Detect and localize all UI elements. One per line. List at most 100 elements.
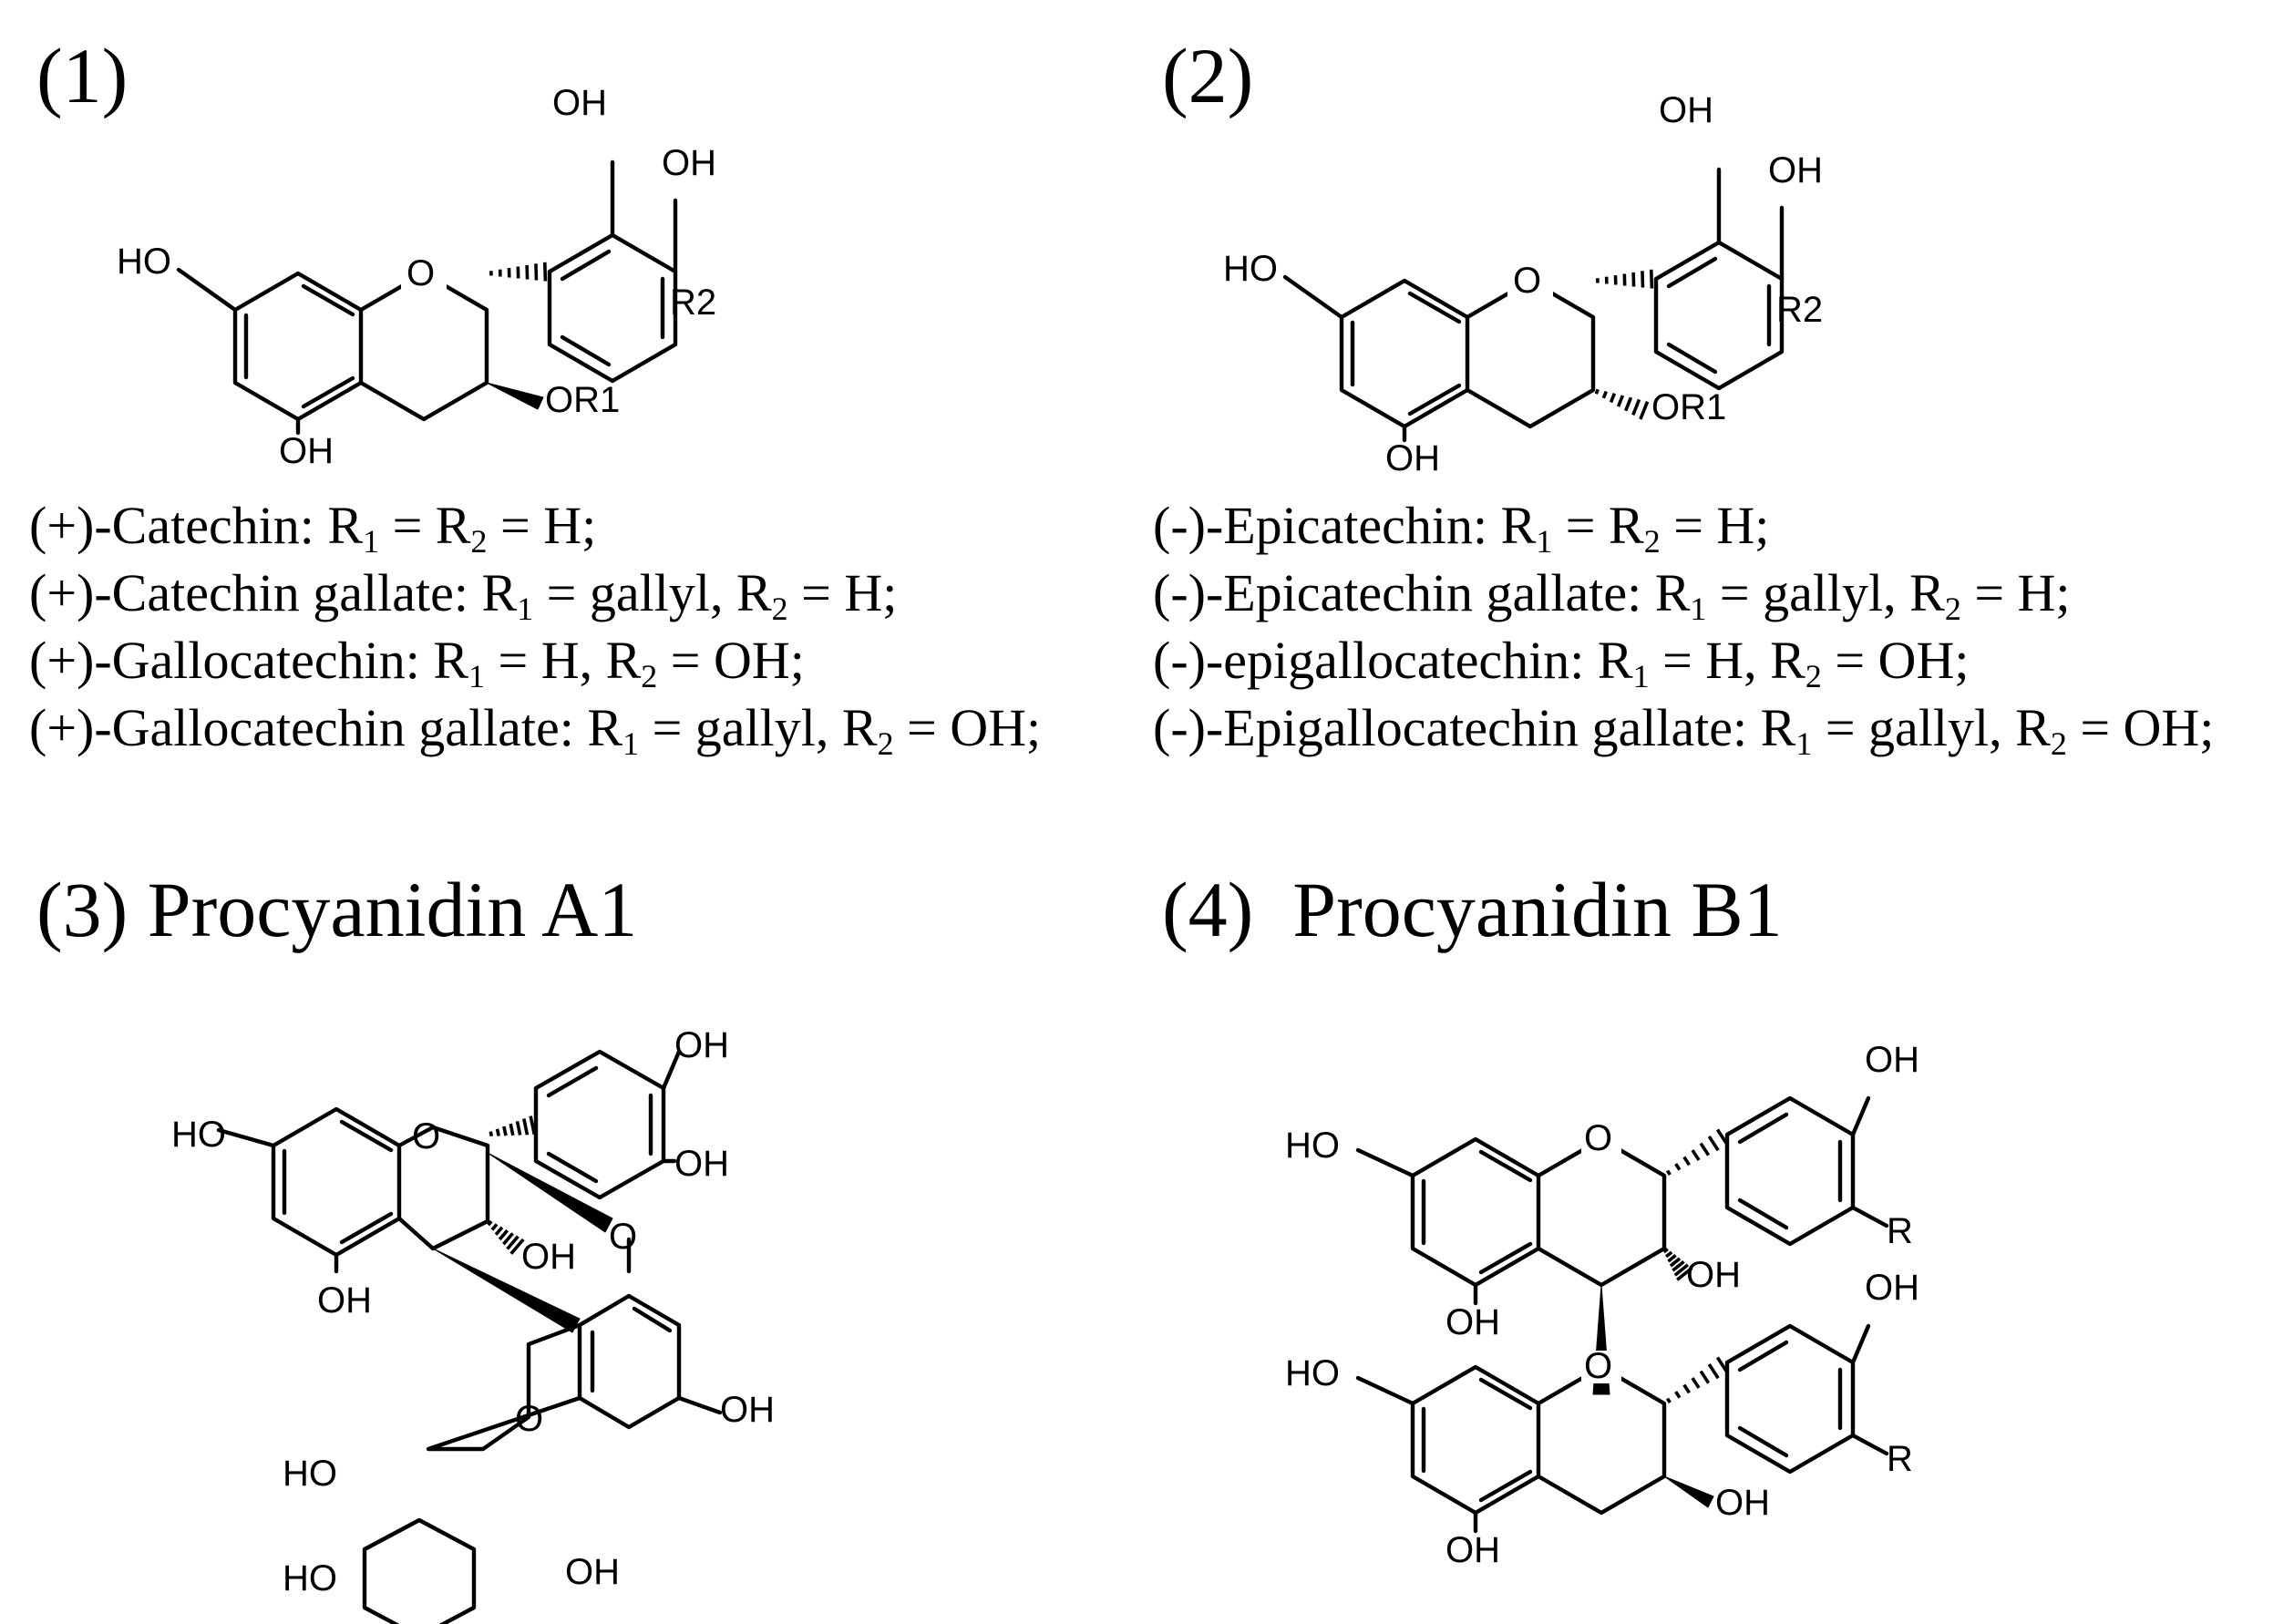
svg-text:OH: OH [1865, 1040, 1919, 1080]
panel-2-captions: (-)-Epicatechin: R1 = R2 = H;(-)-Epicate… [1153, 492, 2214, 762]
hash-mark [509, 1123, 515, 1136]
hash-mark [490, 1223, 499, 1231]
hash-mark [1601, 390, 1608, 399]
hash-mark [487, 1219, 493, 1227]
svg-text:OH: OH [317, 1280, 372, 1321]
svg-text:O: O [1584, 1346, 1612, 1386]
hash-mark [1715, 1356, 1730, 1374]
svg-text:OH: OH [720, 1390, 775, 1430]
hash-mark [529, 1115, 537, 1136]
svg-text:OH: OH [1865, 1268, 1919, 1308]
svg-text:OR1: OR1 [1651, 387, 1726, 427]
ho-label: HO [117, 242, 171, 282]
hash-mark [542, 262, 548, 282]
hash-mark [1609, 393, 1617, 404]
wedge-bond [486, 382, 544, 410]
hash-mark [1674, 1391, 1682, 1399]
oh-label: OH [662, 143, 716, 183]
hash-mark [1691, 1377, 1701, 1389]
hash-mark [1641, 271, 1645, 288]
hash-mark [1715, 1128, 1730, 1146]
svg-text:HO: HO [283, 1454, 337, 1494]
panel-3-title: (3) Procyanidin A1 [36, 866, 638, 953]
ring-oxygen-label: O [406, 253, 435, 293]
caption-line: (-)-Epicatechin: R1 = R2 = H; [1153, 496, 1770, 560]
caption-line: (+)-Gallocatechin gallate: R1 = gallyl, … [29, 698, 1042, 763]
svg-text:R: R [1887, 1439, 1913, 1479]
hash-mark [1649, 269, 1654, 289]
svg-text:HO: HO [1285, 1353, 1340, 1393]
svg-text:R: R [1887, 1211, 1913, 1251]
svg-text:OH: OH [1445, 1302, 1500, 1342]
panel-4-title: (4) Procyanidin B1 [1162, 866, 1783, 953]
oh-label: OH [279, 431, 334, 471]
hash-mark [1673, 1263, 1690, 1277]
panel-2-number: (2) [1162, 32, 1254, 119]
svg-text:OH: OH [1768, 150, 1823, 190]
hash-mark [1699, 1142, 1711, 1156]
hash-mark [509, 1238, 525, 1255]
hash-mark [1707, 1363, 1720, 1380]
caption-line: (-)-Epicatechin gallate: R1 = gallyl, R2… [1153, 563, 2071, 628]
hash-mark [1672, 1260, 1685, 1272]
svg-text:OH: OH [674, 1144, 729, 1184]
hash-mark [495, 1128, 500, 1136]
svg-text:O: O [1513, 261, 1541, 301]
svg-text:OH: OH [674, 1025, 729, 1065]
hash-mark [522, 1118, 530, 1136]
svg-text:HO: HO [1223, 249, 1278, 289]
caption-line: (+)-Catechin: R1 = R2 = H; [29, 496, 597, 560]
hash-mark [1594, 388, 1600, 395]
hash-mark [1662, 1248, 1669, 1254]
or1-label: OR1 [545, 380, 620, 420]
hash-mark [502, 1125, 508, 1136]
svg-text:OH: OH [1686, 1255, 1741, 1295]
hash-mark [1682, 1156, 1691, 1167]
hash-mark [1639, 401, 1650, 420]
caption-line: (+)-Gallocatechin: R1 = H, R2 = OH; [29, 631, 805, 695]
hash-mark [489, 1131, 494, 1137]
hash-mark [1669, 1257, 1682, 1268]
hash-mark [502, 1232, 514, 1246]
panel-1-captions: (+)-Catechin: R1 = R2 = H;(+)-Catechin g… [29, 492, 1041, 762]
hash-mark [506, 1235, 519, 1250]
hash-mark [1682, 1383, 1691, 1394]
hash-mark [1676, 1266, 1693, 1281]
svg-text:OH: OH [1659, 90, 1713, 130]
hash-mark [1707, 1136, 1720, 1152]
svg-text:OH: OH [521, 1237, 576, 1277]
svg-text:OH: OH [565, 1552, 620, 1592]
hash-mark [498, 1228, 509, 1241]
svg-text:HO: HO [171, 1115, 226, 1155]
hash-mark [1667, 1254, 1677, 1263]
svg-text:OH: OH [1385, 438, 1440, 478]
hash-mark [1665, 1169, 1672, 1176]
hashed-bond [489, 262, 548, 282]
r2-label: R2 [670, 283, 716, 323]
hash-mark [1691, 1149, 1701, 1161]
hash-mark [1624, 396, 1633, 412]
hash-mark [1674, 1163, 1682, 1171]
caption-line: (+)-Catechin gallate: R1 = gallyl, R2 = … [29, 563, 898, 628]
hash-mark [515, 1120, 522, 1136]
oh-label: OH [552, 83, 607, 123]
svg-text:O: O [609, 1217, 637, 1257]
hash-mark [1665, 1397, 1672, 1403]
hash-mark [1664, 1250, 1673, 1259]
svg-text:HO: HO [283, 1558, 337, 1598]
caption-line: (-)-Epigallocatechin gallate: R1 = gally… [1153, 698, 2215, 763]
svg-text:O: O [1584, 1118, 1612, 1158]
svg-text:O: O [515, 1399, 543, 1439]
hash-mark [494, 1226, 504, 1236]
svg-text:R2: R2 [1776, 290, 1823, 330]
panel-1-number: (1) [36, 32, 129, 119]
svg-text:O: O [412, 1116, 440, 1156]
svg-text:HO: HO [1285, 1125, 1340, 1166]
hash-mark [1631, 398, 1641, 416]
svg-text:OH: OH [1445, 1530, 1500, 1570]
caption-line: (-)-epigallocatechin: R1 = H, R2 = OH; [1153, 631, 1970, 695]
hash-mark [1699, 1370, 1711, 1384]
